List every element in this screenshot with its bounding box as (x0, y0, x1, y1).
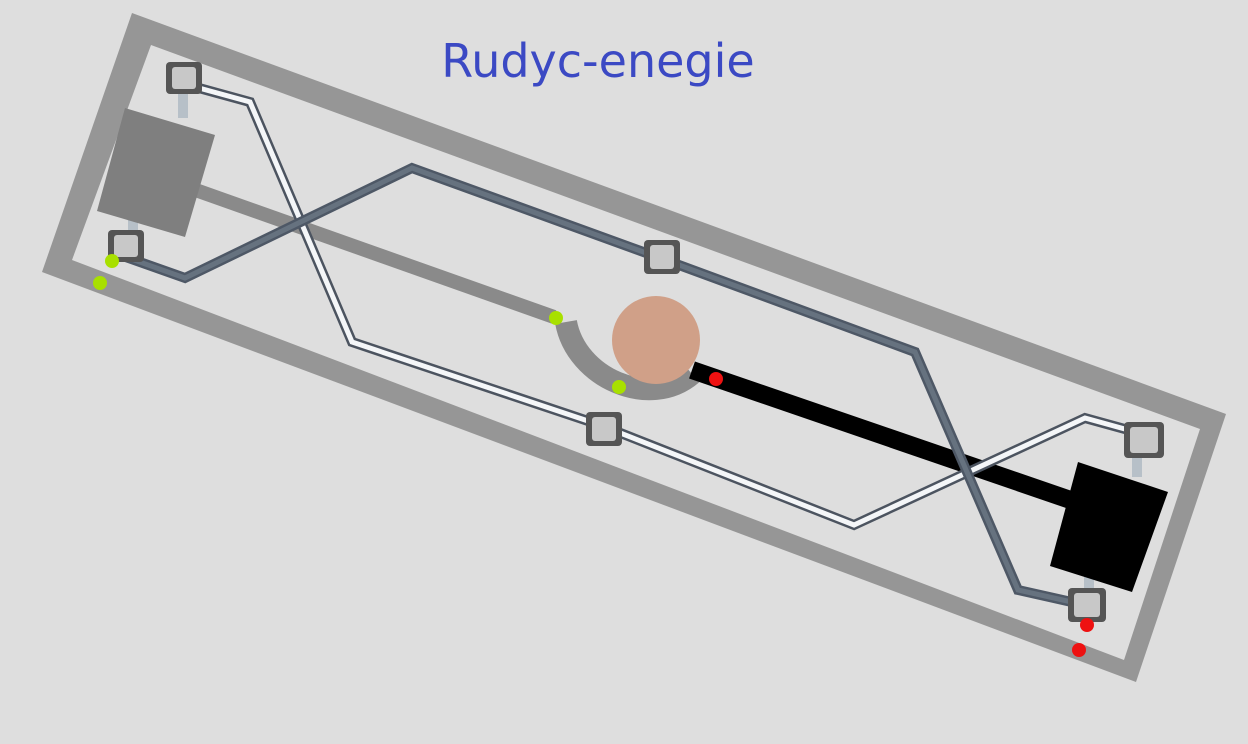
diagram-title: Rudyc-enegie (441, 34, 754, 88)
red-dot-icon (1080, 618, 1094, 632)
stub-mid-left (128, 214, 138, 236)
stub-right-top (1132, 455, 1142, 477)
pipe-junction-icon (1068, 588, 1106, 622)
black-pipe (689, 361, 1088, 514)
black-block (1050, 462, 1168, 592)
grey-pipe (187, 181, 557, 324)
green-dot-icon (105, 254, 119, 268)
pipe-junction-icon (644, 240, 680, 274)
red-dot-icon (709, 372, 723, 386)
pipe-junction-icon (586, 412, 622, 446)
pipe-junction-icon (1124, 422, 1164, 458)
green-dot-icon (612, 380, 626, 394)
pipe-junction-icon (108, 230, 144, 262)
red-dot-icon (1072, 643, 1086, 657)
pipe-junction-icon (166, 62, 202, 94)
stub-right-bottom (1084, 574, 1094, 596)
green-dot-icon (549, 311, 563, 325)
stub-top-left (178, 92, 188, 118)
green-dot-icon (93, 276, 107, 290)
grey-block (97, 108, 215, 237)
ball (612, 296, 700, 384)
